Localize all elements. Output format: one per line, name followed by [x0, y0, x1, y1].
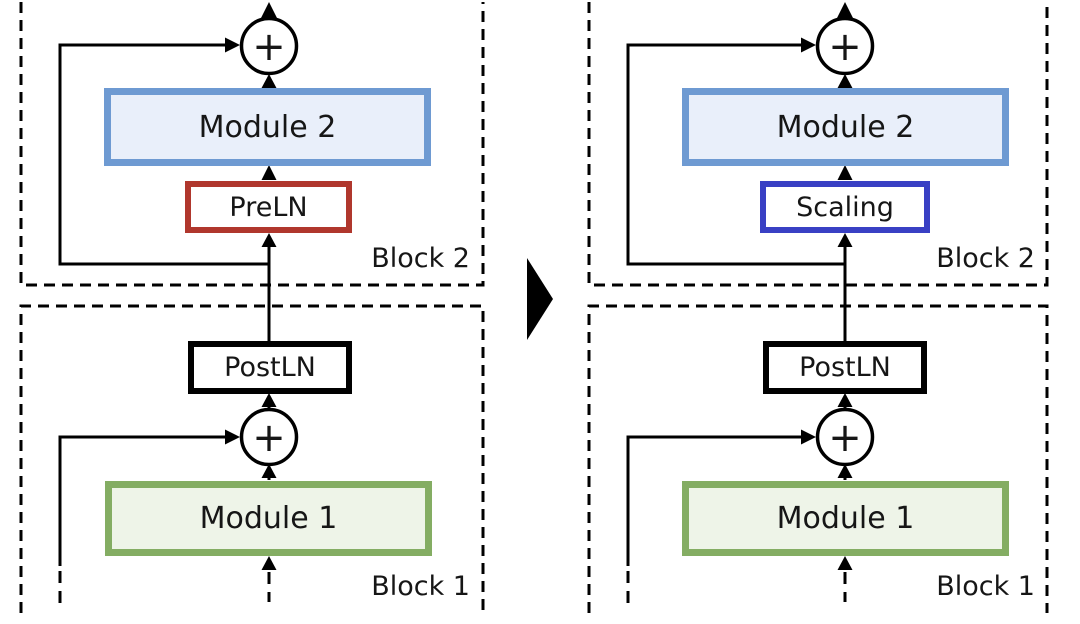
right-scaling-box: Scaling — [760, 181, 930, 233]
left-block1-dashed-border — [19, 304, 485, 613]
right-block2-dashed-border — [587, 2, 1049, 287]
right-block1-label: Block 1 — [936, 571, 1035, 602]
right-add1-circle — [815, 407, 875, 467]
left-preln-box: PreLN — [185, 181, 352, 233]
left-block1-label: Block 1 — [371, 571, 470, 602]
left-residual2-arrowhead-icon — [225, 37, 240, 53]
left-preln-to-module2-arrowhead-icon — [261, 165, 277, 180]
right-postln-box: PostLN — [763, 341, 927, 394]
transform-arrow-icon — [527, 258, 553, 340]
right-input-arrowhead-icon — [837, 556, 853, 570]
left-block2-dashed-border — [19, 2, 485, 287]
right-add1-to-postln-arrowhead-icon — [837, 393, 853, 407]
right-output-arrowhead-icon — [837, 2, 853, 18]
right-scaling-to-module2-arrowhead-icon — [837, 165, 853, 180]
left-add2-plus-icon: + — [252, 24, 286, 70]
right-into-scaling-arrowhead-icon — [837, 233, 853, 247]
right-block1-residual-line — [626, 435, 802, 566]
left-add1-to-postln-arrowhead-icon — [261, 393, 277, 407]
left-block2-label: Block 2 — [371, 243, 470, 274]
left-module1-to-add1-arrowhead-icon — [261, 464, 277, 478]
left-module2-to-add2-arrowhead-icon — [261, 74, 277, 89]
right-block2-residual-line — [626, 43, 845, 266]
right-residual1-arrowhead-icon — [801, 429, 816, 445]
left-output-arrowhead-icon — [261, 2, 277, 18]
right-add2-plus-icon: + — [828, 24, 862, 70]
right-module1-box: Module 1 — [682, 481, 1009, 556]
left-postln-box: PostLN — [188, 341, 352, 394]
right-module2-box: Module 2 — [682, 88, 1009, 166]
left-input-arrowhead-icon — [261, 556, 277, 570]
right-module1-to-add1-arrowhead-icon — [837, 464, 853, 478]
right-residual2-arrowhead-icon — [801, 37, 816, 53]
right-block1-dashed-border — [587, 304, 1049, 613]
right-block2-label: Block 2 — [936, 243, 1035, 274]
right-add2-circle — [815, 16, 875, 76]
left-into-preln-arrowhead-icon — [261, 233, 277, 247]
left-add1-plus-icon: + — [252, 415, 286, 461]
left-block1-residual-line — [58, 435, 226, 566]
right-module2-to-add2-arrowhead-icon — [837, 74, 853, 89]
left-module1-box: Module 1 — [105, 481, 432, 556]
right-add1-plus-icon: + — [828, 415, 862, 461]
left-residual1-arrowhead-icon — [225, 429, 240, 445]
left-add1-circle — [239, 407, 299, 467]
left-module2-box: Module 2 — [104, 88, 431, 166]
left-block2-residual-line — [58, 43, 269, 266]
left-add2-circle — [239, 16, 299, 76]
